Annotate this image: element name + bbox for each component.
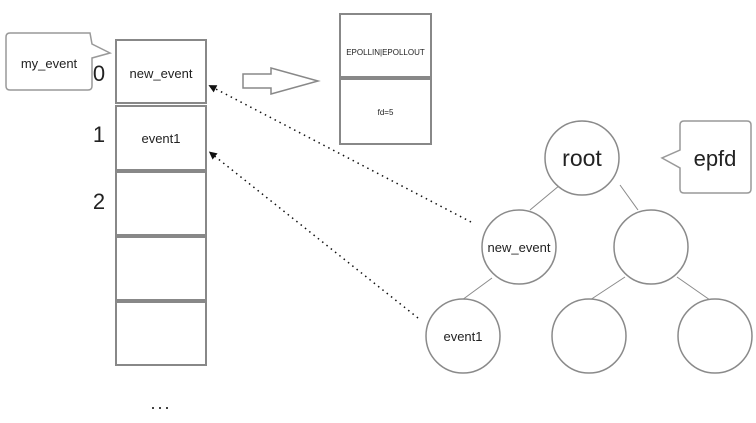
array-cell-4 bbox=[115, 301, 207, 366]
array-cell-0-label: new_event bbox=[130, 66, 193, 81]
rb-tree: root new_event event1 bbox=[425, 120, 753, 374]
tree-edges bbox=[461, 184, 711, 301]
array-cell-1 bbox=[115, 105, 207, 171]
my-event-label: my_event bbox=[21, 56, 78, 71]
array-cell-1-label: event1 bbox=[141, 131, 180, 146]
tree-node-leaf-right bbox=[677, 298, 753, 374]
events-field-label: EPOLLIN|EPOLLOUT bbox=[346, 48, 425, 57]
array-index-1: 1 bbox=[93, 122, 105, 147]
tree-node-root bbox=[544, 120, 620, 196]
pointer-new-event bbox=[208, 85, 472, 223]
my-event-callout: my_event bbox=[5, 32, 113, 91]
fd-field-box bbox=[339, 78, 432, 145]
array-cell-2 bbox=[115, 171, 207, 236]
events-field-box bbox=[339, 13, 432, 78]
epoll-event-struct: EPOLLIN|EPOLLOUT fd=5 bbox=[339, 13, 432, 145]
event-array: new_event event1 0 1 2 ... bbox=[93, 39, 207, 413]
tree-node-new-event-label: new_event bbox=[488, 240, 551, 255]
tree-node-leaf-middle bbox=[551, 298, 627, 374]
hollow-arrow bbox=[242, 67, 321, 95]
tree-node-new-event bbox=[481, 209, 557, 285]
tree-node-root-label: root bbox=[562, 145, 602, 171]
array-index-2: 2 bbox=[93, 189, 105, 214]
array-ellipsis: ... bbox=[150, 393, 171, 413]
array-cell-0 bbox=[115, 39, 207, 104]
array-index-0: 0 bbox=[93, 61, 105, 86]
tree-node-event1 bbox=[425, 298, 501, 374]
tree-node-right bbox=[613, 209, 689, 285]
tree-node-event1-label: event1 bbox=[443, 329, 482, 344]
epfd-callout: epfd bbox=[660, 120, 752, 194]
fd-field-label: fd=5 bbox=[378, 108, 394, 117]
array-cell-3 bbox=[115, 236, 207, 301]
epfd-label: epfd bbox=[694, 146, 737, 171]
